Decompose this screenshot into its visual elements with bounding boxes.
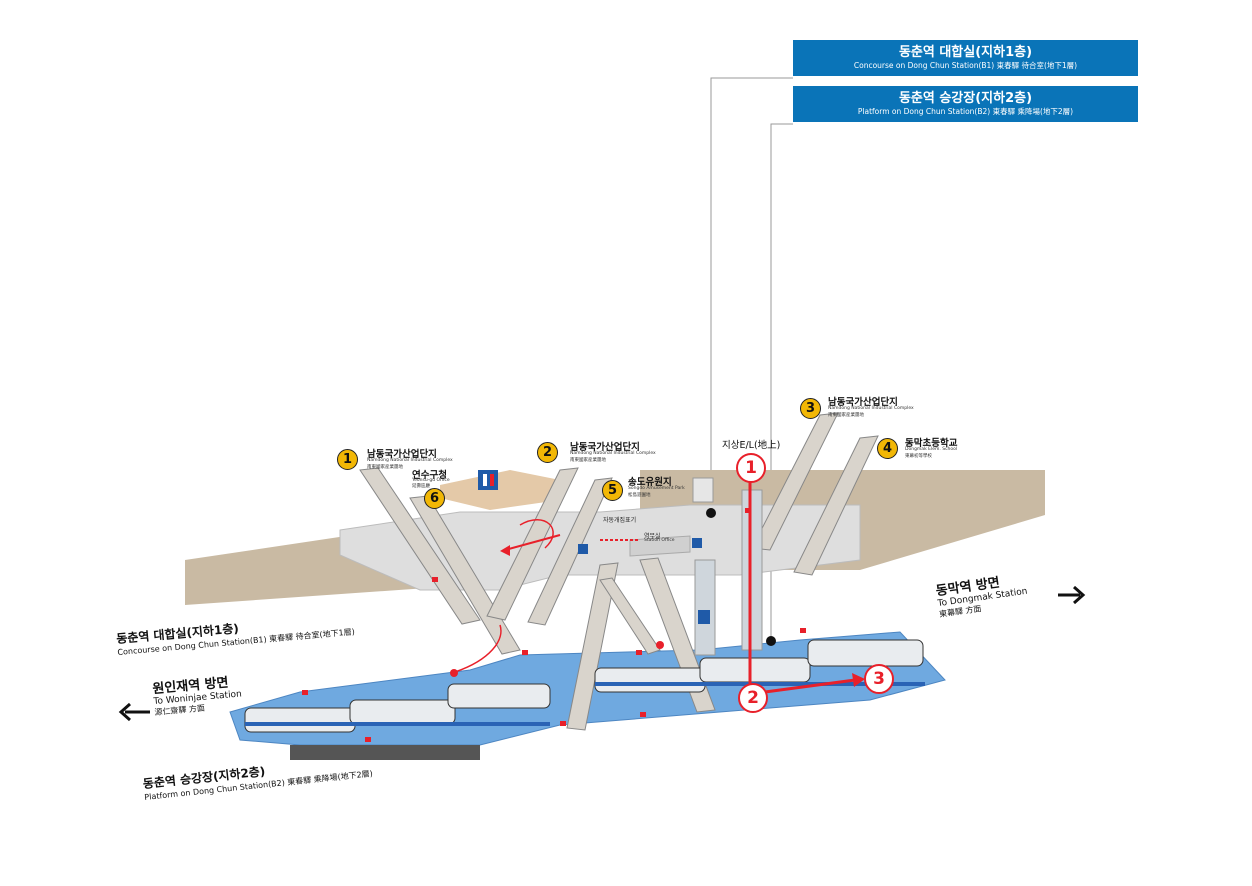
elevator-icon xyxy=(698,610,710,624)
elevator-shaft-right xyxy=(741,489,763,651)
direction-woninjae: 원인재역 방면 To Woninjae Station 源仁齋驛 方面 xyxy=(152,670,244,718)
exit-5-cn: 松島遊園地 xyxy=(628,493,651,498)
direction-arrow-right xyxy=(1058,585,1086,605)
escalator-icon-2 xyxy=(692,538,702,548)
elevator-shaft-left xyxy=(694,559,716,656)
leader-line-b1 xyxy=(710,77,793,512)
train-left xyxy=(244,683,551,733)
exit-3-badge: 3 xyxy=(800,398,821,419)
elevator-top xyxy=(692,477,714,503)
header-b1-en: Concourse on Dong Chun Station(B1) 東春驛 待… xyxy=(853,61,1078,70)
station-office-en: Station Office xyxy=(644,538,675,543)
exit-6-badge: 6 xyxy=(424,488,445,509)
exit-2-badge: 2 xyxy=(537,442,558,463)
header-concourse-b1: 동춘역 대합실(지하1층) Concourse on Dong Chun Sta… xyxy=(793,40,1138,76)
exit-1-label: 남동국가산업단지 xyxy=(367,449,437,460)
exit-4-en: Dongmak Elem. School xyxy=(905,447,958,452)
exit-5-label: 송도유원지 xyxy=(628,477,672,488)
exit-6-en: Yeonsu-gu Office xyxy=(412,478,450,483)
exit-1-en: Namdong National Industrial Complex xyxy=(367,458,453,463)
flow-arrow-curve xyxy=(519,519,554,549)
exit-4-cn: 東幕初等學校 xyxy=(905,454,932,459)
exit-2-label: 남동국가산업단지 xyxy=(570,442,640,453)
route-step-2: 2 xyxy=(738,683,768,713)
exit-3-cn: 南東國家産業團地 xyxy=(828,413,864,418)
route-line-horizontal xyxy=(764,678,856,694)
platform-shadow xyxy=(290,745,480,760)
exit-6-cn: 延壽區廳 xyxy=(412,484,430,489)
exit-4-label: 동막초등학교 xyxy=(905,438,958,449)
exit-2-cn: 南東國家産業團地 xyxy=(570,458,606,463)
exit-4-badge: 4 xyxy=(877,438,898,459)
ticket-gate-label: 자동개집표기 xyxy=(603,517,637,524)
concourse-box xyxy=(629,535,691,557)
exit-5-badge: 5 xyxy=(602,480,623,501)
exit-1-cn: 南東國家産業團地 xyxy=(367,465,403,470)
exit-5-en: Songdo Amusement Park xyxy=(628,486,685,491)
exit-3-label: 남동국가산업단지 xyxy=(828,397,898,408)
exit-2-en: Namdong National Industrial Complex xyxy=(570,451,656,456)
exit-1-badge: 1 xyxy=(337,449,358,470)
direction-arrow-left xyxy=(118,702,150,722)
flow-arrow-platform xyxy=(454,624,502,673)
route-arrowhead xyxy=(852,673,865,687)
exit-3-en: Namdong National Industrial Complex xyxy=(828,406,914,411)
fire-extinguisher-icon xyxy=(302,508,806,742)
exit-6-label: 연수구청 xyxy=(412,470,447,481)
header-b2-en: Platform on Dong Chun Station(B2) 東春驛 乘降… xyxy=(857,107,1074,116)
header-b1-ko: 동춘역 대합실(지하1층) xyxy=(898,45,1033,60)
concourse-room xyxy=(440,470,560,510)
elevator-label: 지상E/L(地上) xyxy=(722,440,781,451)
escalator-icon xyxy=(578,544,588,554)
header-platform-b2: 동춘역 승강장(지하2층) Platform on Dong Chun Stat… xyxy=(793,86,1138,122)
station-office-label: 역무실 xyxy=(644,533,661,540)
toilet-icon xyxy=(478,470,498,490)
route-step-1: 1 xyxy=(736,453,766,483)
route-step-3: 3 xyxy=(864,664,894,694)
leader-line-b2 xyxy=(770,123,793,640)
header-b2-ko: 동춘역 승강장(지하2층) xyxy=(898,91,1033,106)
flow-arrow-left xyxy=(504,534,561,551)
